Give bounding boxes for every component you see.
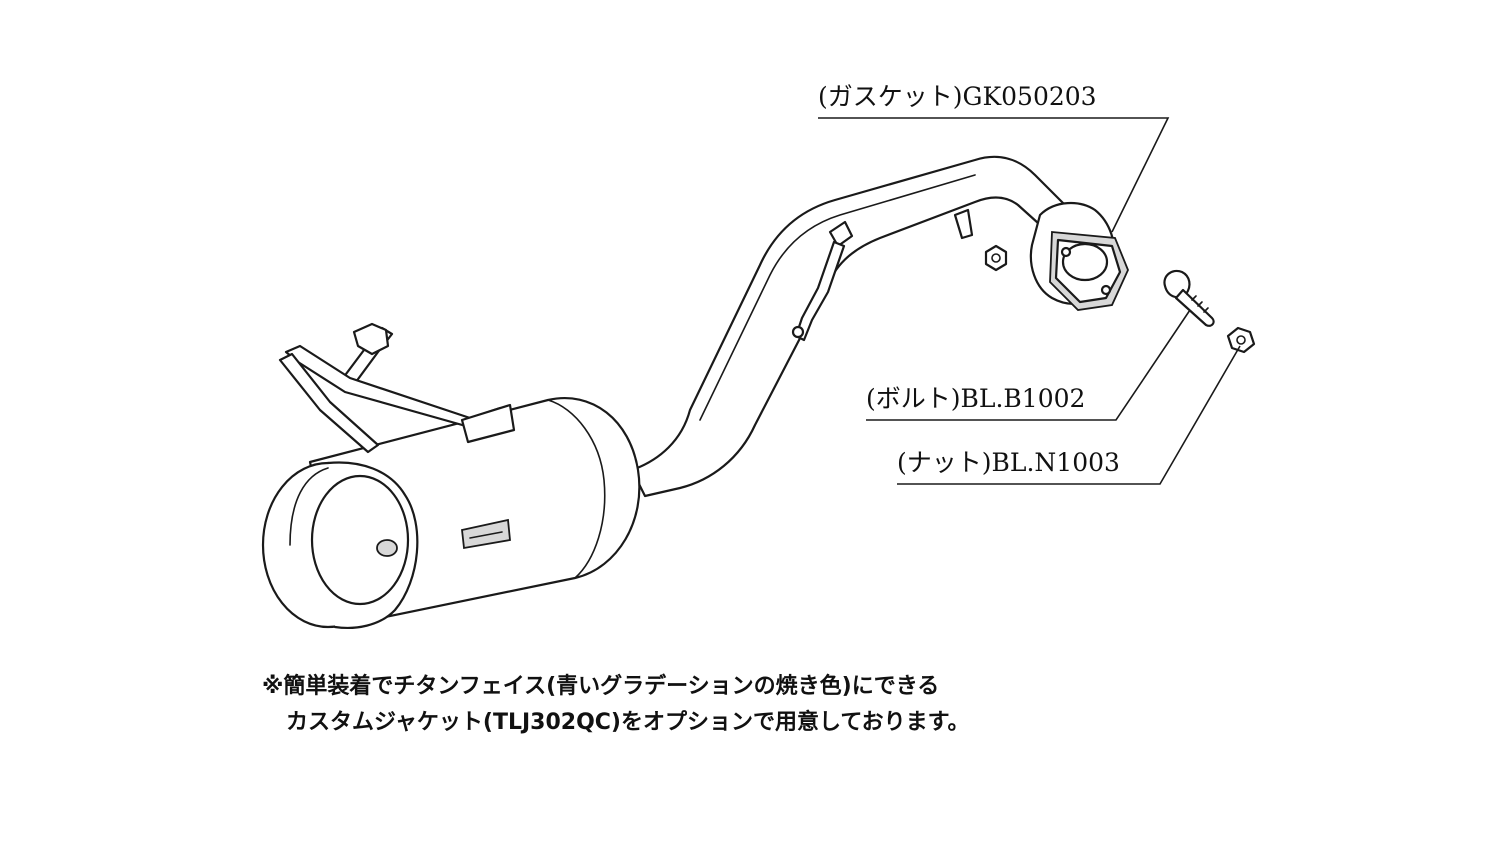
flange-hanger	[953, 208, 974, 240]
option-note-line-2: カスタムジャケット(TLJ302QC)をオプションで用意しております。	[286, 710, 970, 735]
muffler-tip	[261, 461, 419, 630]
brand-badge-icon	[376, 539, 398, 557]
bolt-icon	[1163, 269, 1215, 327]
nut-part-label: (ナット)BL.N1003	[897, 448, 1120, 477]
bolt-part-label: (ボルト)BL.B1002	[866, 384, 1086, 413]
nut-icon	[1226, 326, 1256, 354]
leader-lines	[818, 117, 1241, 485]
option-note-line-1: ※簡単装着でチタンフェイス(青いグラデーションの焼き色)にできる	[262, 674, 940, 699]
spare-nut-icon	[984, 244, 1008, 272]
pipe-flange	[1029, 201, 1129, 311]
gasket-part-label: (ガスケット)GK050203	[818, 82, 1097, 111]
muffler-hanger	[278, 322, 516, 454]
pipe-hanger	[791, 220, 854, 342]
exhaust-pipe	[630, 155, 1072, 498]
